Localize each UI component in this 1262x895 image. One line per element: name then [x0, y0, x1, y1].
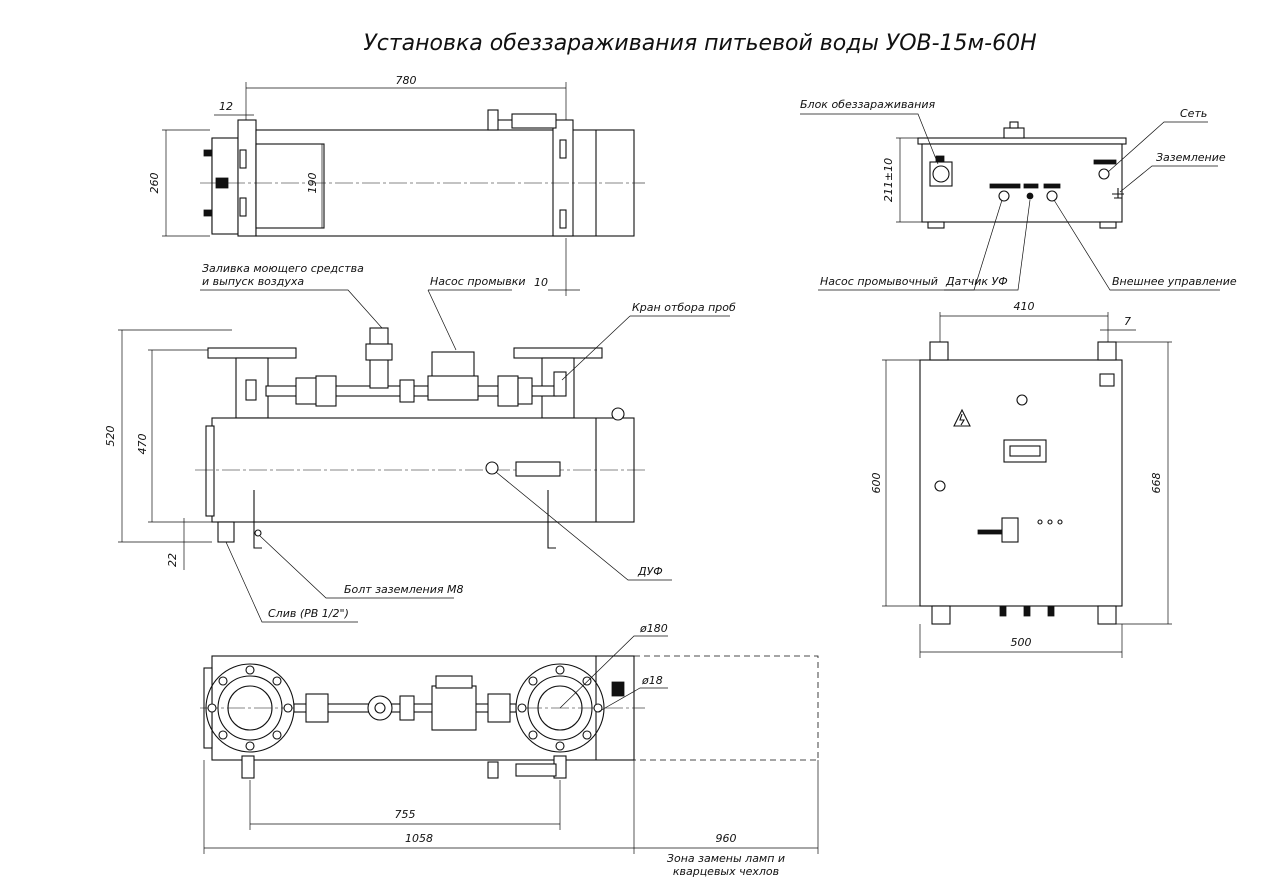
dim-668: 668	[1150, 473, 1163, 494]
dim-780: 780	[396, 74, 417, 87]
label-control-block: Блок обеззараживания	[800, 98, 936, 111]
label-service-zone-line2: кварцевых чехлов	[673, 865, 779, 878]
label-drain: Слив (РВ 1/2")	[268, 607, 349, 620]
box-front-view: 410 7 600 668 500	[870, 300, 1172, 658]
dim-1058: 1058	[405, 832, 433, 845]
label-uv-sensor-pipe: ДУФ	[637, 565, 663, 578]
front-view: 520 470 22 10	[104, 238, 645, 570]
label-detergent-line2: и выпуск воздуха	[202, 275, 304, 288]
dim-410: 410	[1014, 300, 1035, 313]
dim-470: 470	[136, 434, 149, 455]
front-view-callouts: Заливка моющего средства и выпуск воздух…	[200, 262, 736, 623]
label-external-control: Внешнее управление	[1112, 275, 1237, 288]
label-grounding: Заземление	[1156, 151, 1226, 164]
label-service-zone: Зона замены ламп и	[667, 852, 785, 865]
label-sample-valve: Кран отбора проб	[632, 301, 736, 314]
dim-260: 260	[148, 173, 161, 194]
dim-dia-18: ø18	[641, 674, 663, 687]
label-flush-pump: Насос промывки	[430, 275, 526, 288]
bottom-view: 755 1058 960 Зона замены ламп и кварцевы…	[200, 622, 819, 878]
dim-755: 755	[395, 808, 416, 821]
drawing-title: Установка обеззараживания питьевой воды …	[363, 31, 1036, 56]
label-mains: Сеть	[1180, 107, 1207, 120]
dim-dia-180: ø180	[639, 622, 668, 635]
label-ground-bolt: Болт заземления М8	[344, 583, 463, 596]
dim-10: 10	[534, 276, 548, 289]
label-flush-pump-connector: Насос промывочный	[820, 275, 938, 288]
dim-500: 500	[1011, 636, 1032, 649]
dim-520: 520	[104, 426, 117, 447]
box-callouts: Блок обеззараживания Сеть Заземление Нас…	[800, 98, 1237, 291]
dim-7: 7	[1124, 315, 1131, 328]
box-top-view: 211±10	[882, 121, 1127, 229]
top-view: 780 12 260 190	[148, 74, 645, 237]
label-detergent: Заливка моющего средства	[202, 262, 364, 275]
dim-211: 211±10	[882, 158, 895, 202]
dim-190: 190	[306, 173, 319, 194]
dim-22: 22	[166, 553, 179, 567]
dim-960: 960	[716, 832, 737, 845]
label-uv-sensor: Датчик УФ	[945, 275, 1008, 288]
dim-12: 12	[219, 100, 233, 113]
dim-600: 600	[870, 473, 883, 494]
